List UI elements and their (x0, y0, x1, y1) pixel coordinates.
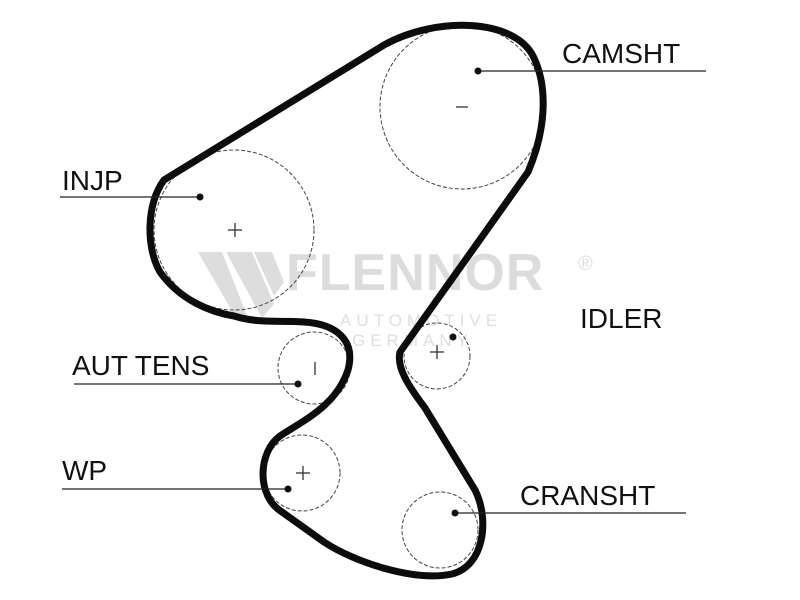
label-idler: IDLER (580, 303, 662, 334)
watermark-brand: FLENNOR (286, 244, 544, 302)
label-injection-pump: INJP (62, 165, 123, 196)
crankshaft-leader (451, 509, 686, 517)
camshaft-leader (474, 67, 706, 75)
idler-center-mark (430, 345, 444, 359)
watermark-registered-mark: ® (578, 253, 593, 275)
idler-leader-dot (449, 333, 457, 341)
idler-pulley (403, 322, 471, 390)
injection-pump-pulley (153, 149, 315, 311)
injection-pump-leader (60, 193, 204, 201)
water-pump-pulley (263, 434, 341, 512)
watermark: FLENNOR ® AUTOMOTIVE GERMANY (198, 244, 593, 350)
crankshaft-pulley (401, 491, 479, 569)
water-pump-leader (62, 485, 292, 493)
watermark-logo-icon (198, 252, 284, 318)
injection-pump-center-mark (228, 223, 242, 237)
timing-belt (146, 21, 547, 580)
label-auto-tensioner: AUT TENS (72, 350, 209, 381)
auto-tensioner-leader (74, 380, 302, 388)
label-crankshaft: CRANSHT (520, 480, 655, 511)
label-camshaft: CAMSHT (562, 38, 680, 69)
water-pump-center-mark (296, 466, 310, 480)
label-water-pump: WP (62, 455, 107, 486)
